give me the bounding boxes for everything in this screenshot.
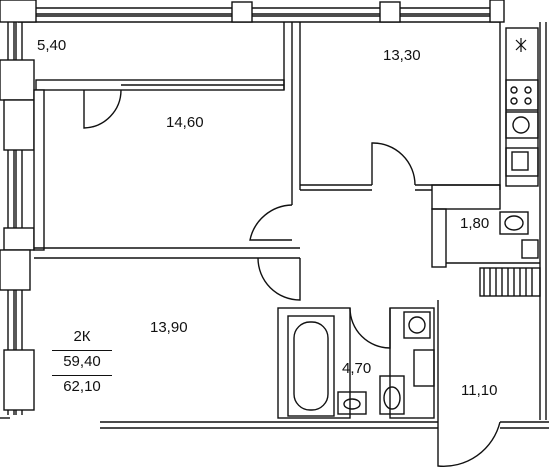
- door-swings: [83, 89, 501, 467]
- apartment-summary: 2К 59,40 62,10: [52, 326, 112, 400]
- interior-walls: [33, 22, 540, 422]
- total-area: 62,10: [63, 378, 101, 395]
- room-area-living: 13,90: [150, 319, 188, 336]
- living-area: 59,40: [52, 351, 112, 376]
- bathroom-fixtures: [287, 311, 435, 417]
- room-area-balcony: 5,40: [37, 37, 67, 54]
- apartment-type: 2К: [52, 326, 112, 351]
- kitchen-counter: [505, 27, 539, 187]
- room-area-hall: 11,10: [461, 382, 498, 399]
- room-area-toilet: 1,80: [460, 215, 490, 232]
- balcony-wall: [35, 22, 285, 91]
- room-area-bathroom: 4,70: [342, 360, 372, 377]
- toilet-room-fixtures: [479, 211, 541, 297]
- exterior-wall-bottom: [0, 417, 549, 429]
- room-area-bedroom: 14,60: [166, 114, 204, 131]
- exterior-wall-right: [499, 22, 547, 420]
- exterior-wall-top: [0, 0, 505, 23]
- room-area-kitchen: 13,30: [383, 47, 421, 64]
- fridge-icon: [515, 38, 527, 52]
- exterior-wall-left: [0, 22, 35, 415]
